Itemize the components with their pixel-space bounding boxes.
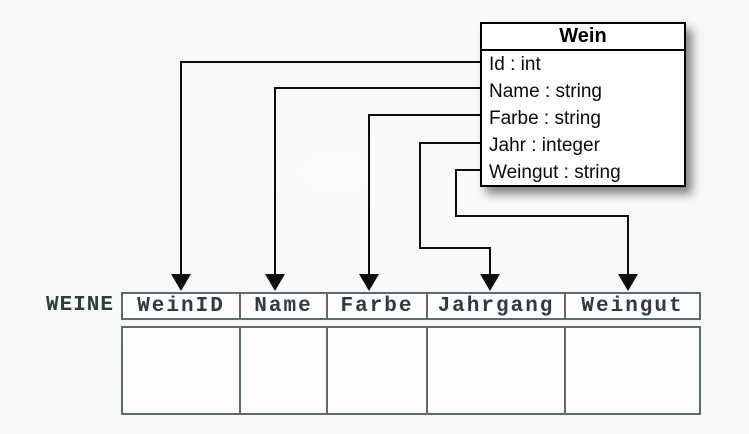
connector-jahr-to-jahrgang — [419, 142, 500, 291]
column-header-jahrgang: Jahrgang — [426, 294, 564, 318]
table-name-label: WEINE — [45, 294, 114, 317]
table-body-row — [121, 326, 701, 415]
class-attribute-id: Id : int — [489, 54, 541, 75]
connector-farbe-to-farbe — [359, 114, 480, 291]
body-cell-jahrgang — [426, 328, 564, 413]
body-cell-name — [239, 328, 326, 413]
class-attribute-farbe: Farbe : string — [489, 108, 601, 129]
class-attribute-jahr: Jahr : integer — [489, 135, 600, 156]
connector-id-to-weinid — [171, 61, 480, 291]
column-header-name: Name — [239, 294, 326, 318]
connector-weingut-to-weingut — [455, 169, 638, 291]
body-cell-weinid — [123, 328, 239, 413]
uml-class-box-wein: Wein Id : int Name : string Farbe : stri… — [480, 22, 686, 187]
table-header-row: WeinID Name Farbe Jahrgang Weingut — [121, 292, 701, 320]
column-header-farbe: Farbe — [326, 294, 426, 318]
class-attribute-weingut: Weingut : string — [489, 162, 621, 183]
body-cell-farbe — [326, 328, 426, 413]
column-header-weinid: WeinID — [137, 294, 225, 318]
connector-name-to-name — [265, 87, 480, 291]
class-attribute-name: Name : string — [489, 81, 602, 102]
body-cell-weingut — [564, 328, 699, 413]
class-attribute-list: Id : int Name : string Farbe : string Ja… — [482, 51, 684, 186]
column-header-weingut: Weingut — [564, 294, 699, 318]
class-box-title: Wein — [482, 24, 684, 51]
